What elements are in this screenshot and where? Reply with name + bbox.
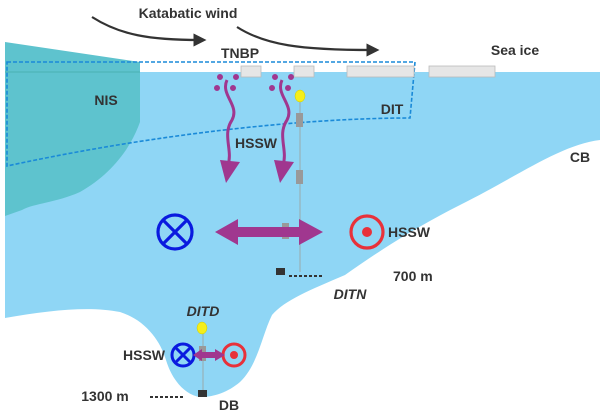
mooring-anchor-icon [198,390,207,397]
mooring-float-icon [294,89,306,103]
label-ditn: DITN [334,286,368,302]
double-arrow-icon [215,219,323,245]
out-of-page-circle-icon [349,214,385,250]
label-ditd: DITD [187,303,220,319]
sea-ice-floes [240,65,496,78]
label-katabatic-wind: Katabatic wind [139,5,238,21]
label-700m: 700 m [393,268,433,284]
mooring-anchor-icon [276,268,285,275]
label-db: DB [219,397,239,413]
label-cb: CB [570,149,590,165]
dit-dashed-region [6,61,416,167]
double-arrow-icon [193,349,225,361]
label-tnbp: TNBP [221,45,259,61]
label-dit: DIT [381,101,404,117]
mooring-float-icon [196,321,208,335]
label-hssw-center: HSSW [235,135,278,151]
wind-arrow-icon [91,16,207,47]
label-hssw-left: HSSW [123,347,166,363]
ice-shelf [5,42,140,216]
into-page-circle-icon [156,213,194,251]
label-hssw-right: HSSW [388,224,431,240]
label-1300m: 1300 m [81,388,128,404]
label-sea-ice: Sea ice [491,42,539,58]
hssw-sinking-arrows [214,74,294,183]
wind-arrow-icon [236,26,380,57]
label-nis: NIS [94,92,117,108]
